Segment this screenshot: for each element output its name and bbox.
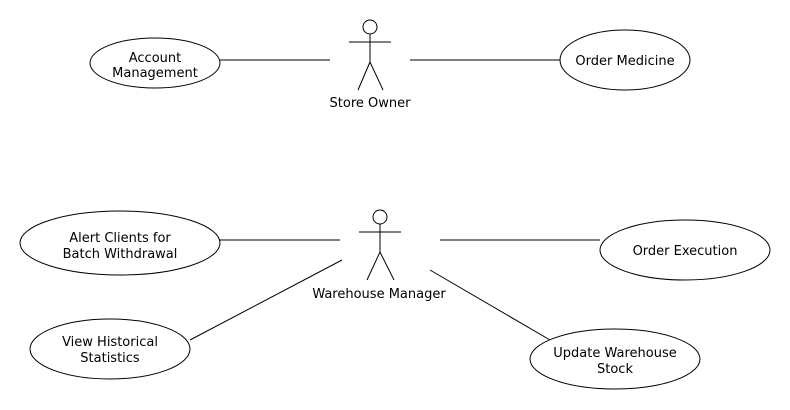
use-case-label: Management bbox=[112, 66, 198, 81]
use-case-alert-clients: Alert Clients for Batch Withdrawal bbox=[19, 210, 221, 276]
use-case-label: Order Medicine bbox=[575, 54, 674, 69]
use-case-view-historical-statistics: View Historical Statistics bbox=[29, 318, 191, 380]
use-case-label: Statistics bbox=[80, 351, 140, 366]
use-case-label: Account bbox=[129, 51, 182, 66]
use-case-label: Update Warehouse bbox=[553, 346, 676, 361]
association-warehouse-manager-view-historical-statistics bbox=[189, 259, 343, 341]
use-case-label: View Historical bbox=[62, 335, 158, 350]
use-case-label: Alert Clients for bbox=[69, 231, 171, 246]
use-case-label: Batch Withdrawal bbox=[63, 247, 178, 262]
use-case-update-warehouse-stock: Update Warehouse Stock bbox=[529, 328, 701, 390]
actor-label: Store Owner bbox=[330, 96, 412, 111]
use-case-order-execution: Order Execution bbox=[599, 219, 771, 281]
actor-store-owner: Store Owner bbox=[330, 19, 412, 111]
use-case-account-management: Account Management bbox=[89, 37, 221, 89]
stick-figure-icon bbox=[349, 19, 391, 91]
actor-warehouse-manager: Warehouse Manager bbox=[312, 209, 446, 302]
use-case-label: Stock bbox=[597, 362, 633, 377]
use-case-label: Order Execution bbox=[633, 244, 738, 259]
stick-figure-icon bbox=[359, 209, 401, 281]
actor-label: Warehouse Manager bbox=[312, 287, 446, 302]
use-case-order-medicine: Order Medicine bbox=[559, 29, 691, 91]
association-warehouse-manager-update-warehouse-stock bbox=[429, 269, 551, 341]
